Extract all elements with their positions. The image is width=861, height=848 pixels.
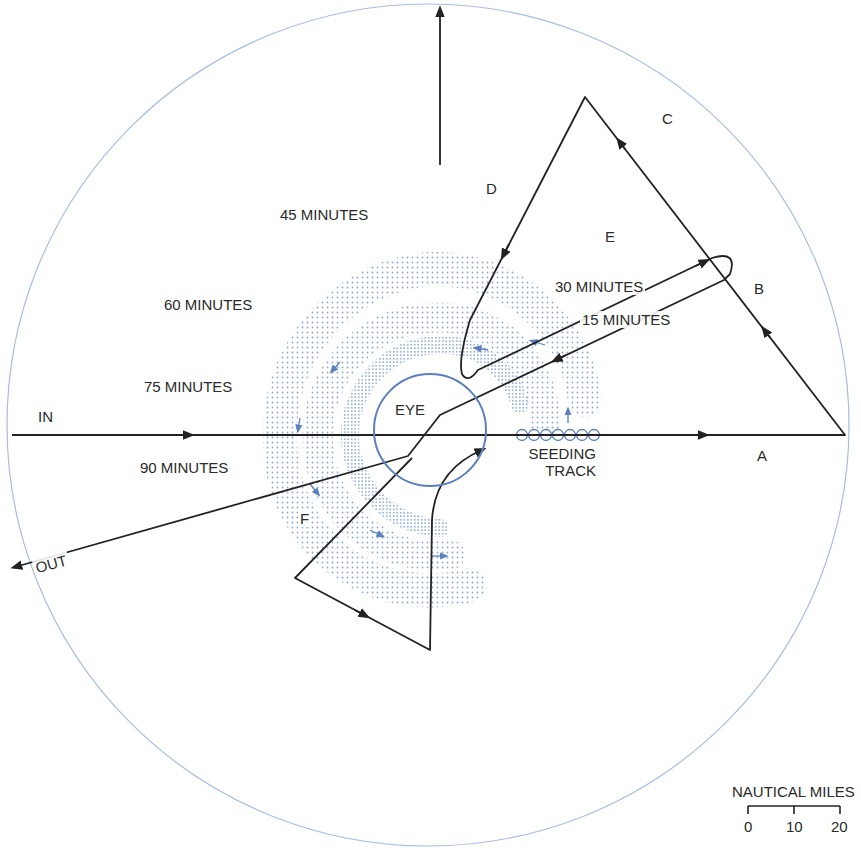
scale-number: 0 bbox=[742, 818, 754, 835]
flight-leg-letter: A bbox=[755, 447, 769, 464]
flight-leg-letter: B bbox=[752, 280, 766, 297]
scale-label: NAUTICAL MILES bbox=[730, 783, 857, 800]
flight-leg-letter: C bbox=[660, 110, 675, 127]
eye-circle: EYE bbox=[373, 373, 487, 487]
time-label: 90 MINUTES bbox=[138, 459, 230, 476]
scale-number: 20 bbox=[829, 818, 850, 835]
time-label: 75 MINUTES bbox=[142, 378, 234, 395]
time-label: 30 MINUTES bbox=[553, 278, 645, 295]
flight-leg-letter: D bbox=[484, 180, 499, 197]
time-label: 45 MINUTES bbox=[278, 206, 370, 223]
track-label: SEEDING TRACK bbox=[516, 445, 598, 480]
direction-label: OUT bbox=[32, 551, 71, 577]
flight-leg-letter: E bbox=[603, 228, 617, 245]
eye-label: EYE bbox=[395, 401, 425, 418]
scale-number: 10 bbox=[784, 818, 805, 835]
time-label: 15 MINUTES bbox=[580, 311, 672, 328]
time-label: 60 MINUTES bbox=[162, 296, 254, 313]
flight-leg-letter: F bbox=[298, 510, 311, 527]
direction-label: IN bbox=[36, 408, 55, 425]
